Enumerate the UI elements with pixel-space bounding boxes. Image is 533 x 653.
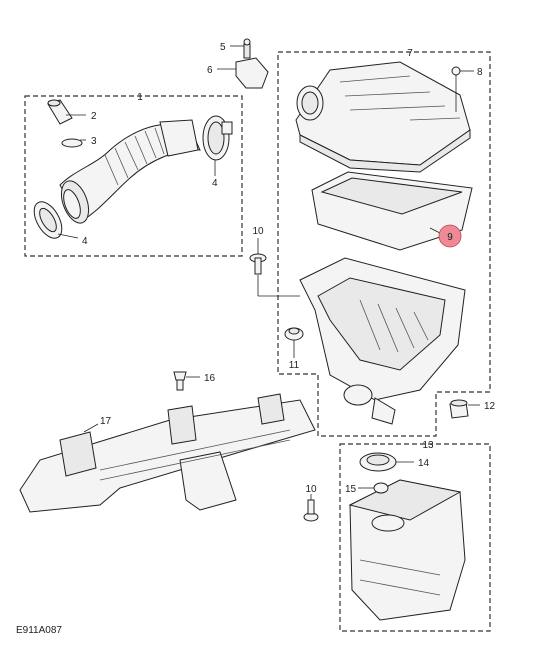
- grommet: [284, 327, 304, 341]
- leader-17: [83, 423, 99, 433]
- group-box-7: [277, 51, 491, 437]
- drawing-code: E911A087: [16, 625, 62, 636]
- callout-4-upper: 4: [212, 178, 218, 189]
- bolt-16: [173, 371, 187, 391]
- callout-11: 11: [289, 360, 300, 371]
- group-box-13: [339, 443, 491, 632]
- screw-lower: [303, 499, 319, 522]
- callout-17: 17: [100, 416, 112, 427]
- hose-clamp-ring: [202, 115, 233, 161]
- seal-ring: [61, 138, 83, 148]
- mass-air-flow-sensor: [235, 38, 269, 89]
- callout-16: 16: [204, 373, 216, 384]
- callout-3: 3: [91, 136, 97, 147]
- callout-9: 9: [447, 232, 453, 243]
- callout-12: 12: [484, 401, 496, 412]
- screw-upper: [249, 253, 267, 275]
- leader-4b: [57, 233, 79, 239]
- highlight-circle-9: [438, 224, 462, 248]
- resonator: [348, 479, 466, 621]
- callout-5: 5: [220, 42, 226, 53]
- callout-4-lower: 4: [82, 236, 88, 247]
- air-cleaner-housing: [299, 257, 466, 425]
- callout-2: 2: [91, 111, 97, 122]
- callout-8: 8: [477, 67, 483, 78]
- air-filter-element: [311, 171, 473, 251]
- callout-10-lower: 10: [305, 484, 317, 495]
- callout-14: 14: [418, 458, 430, 469]
- inlet-duct: [19, 393, 316, 513]
- cover-screw: [451, 66, 461, 112]
- group-box-1: [24, 95, 243, 257]
- callout-15: 15: [345, 484, 357, 495]
- callout-13: 13: [422, 440, 434, 451]
- callout-7: 7: [407, 48, 413, 59]
- breather-connector: [47, 99, 73, 125]
- grommet-15: [373, 482, 389, 494]
- rubber-mount: [449, 399, 469, 419]
- hose-clamp-lower: [33, 201, 63, 239]
- callout-6: 6: [207, 65, 213, 76]
- air-cleaner-cover: [295, 61, 471, 173]
- callout-1: 1: [137, 92, 143, 103]
- intake-hose: [59, 119, 201, 224]
- callout-10-upper: 10: [252, 226, 264, 237]
- seal-14: [359, 452, 397, 472]
